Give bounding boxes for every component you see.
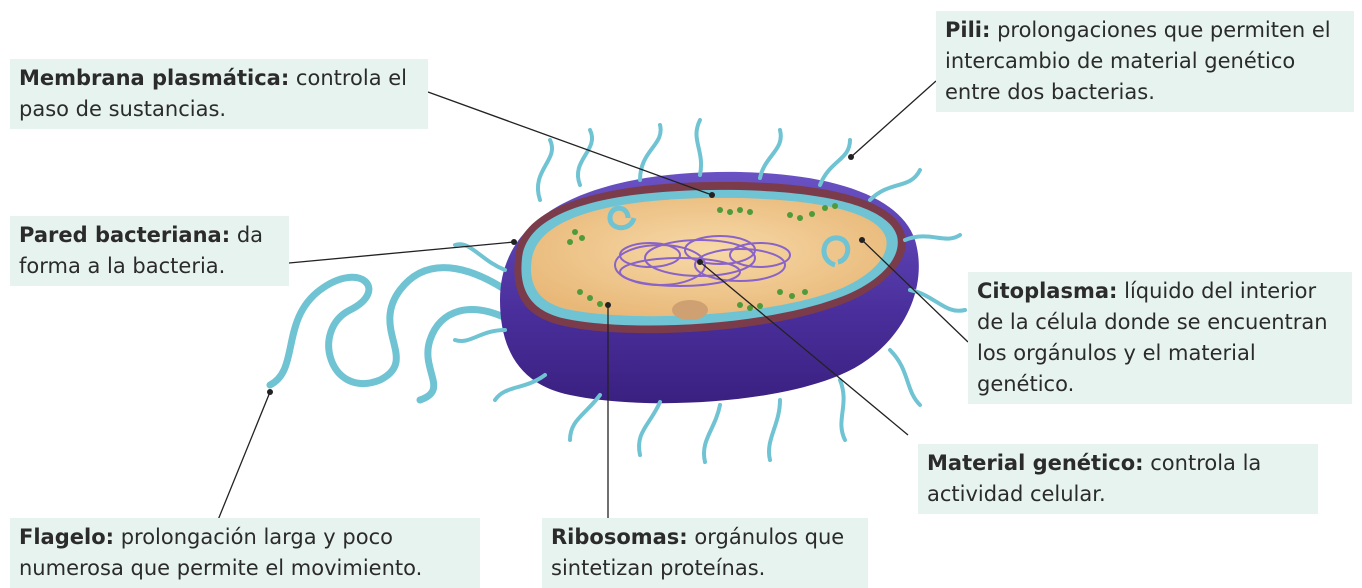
term-material: Material genético: (927, 451, 1144, 475)
label-pili: Pili: prolongaciones que permiten el int… (936, 11, 1354, 112)
label-material: Material genético: controla la actividad… (918, 444, 1318, 514)
desc-pili: prolongaciones que permiten el intercamb… (945, 18, 1331, 104)
label-flagelo: Flagelo: prolongación larga y poco numer… (10, 518, 480, 588)
label-ribosomas: Ribosomas: orgánulos que sintetizan prot… (542, 518, 868, 588)
inclusion-body (672, 300, 708, 320)
label-citoplasma: Citoplasma: líquido del interior de la c… (968, 272, 1352, 404)
term-ribosomas: Ribosomas: (551, 525, 688, 549)
term-membrana: Membrana plasmática: (19, 66, 289, 90)
term-citoplasma: Citoplasma: (977, 279, 1117, 303)
term-pared: Pared bacteriana: (19, 223, 230, 247)
bacteria-cell (500, 172, 919, 403)
term-pili: Pili: (945, 18, 990, 42)
label-membrana: Membrana plasmática: controla el paso de… (10, 59, 428, 129)
term-flagelo: Flagelo: (19, 525, 114, 549)
label-pared: Pared bacteriana: da forma a la bacteria… (10, 216, 289, 286)
